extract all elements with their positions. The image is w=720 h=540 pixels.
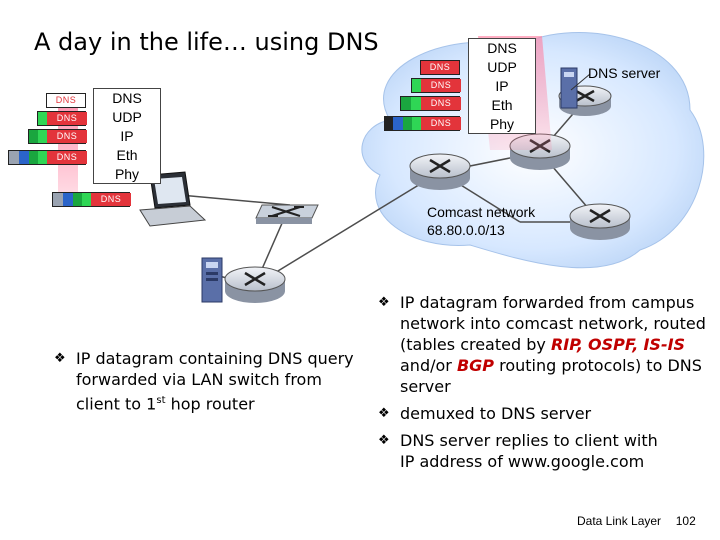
server-stack-layer-ip: IP xyxy=(495,78,509,94)
lan-switch-icon xyxy=(255,204,319,224)
dns-server-label: DNS server xyxy=(588,65,661,81)
slide-title: A day in the life… using DNS xyxy=(34,28,379,56)
router-icon xyxy=(224,266,286,303)
bullet-diamond-icon: ❖ xyxy=(54,351,66,366)
pdu-udp-segment: DNS xyxy=(37,111,87,126)
dns-server-icon xyxy=(560,67,578,109)
server-protocol-stack: DNS UDP IP Eth Phy xyxy=(468,38,536,134)
bullet-item: ❖ IP datagram containing DNS query forwa… xyxy=(54,349,354,414)
stack-layer-ip: IP xyxy=(120,128,134,144)
network-name: Comcast network xyxy=(427,204,536,220)
client-protocol-stack: DNS UDP IP Eth Phy xyxy=(93,88,161,184)
comcast-network-label: Comcast network 68.80.0.0/13 xyxy=(427,203,535,239)
server-stack-layer-dns: DNS xyxy=(487,40,517,56)
server-pdu-ip-datagram: DNS xyxy=(400,96,461,111)
bullet-diamond-icon: ❖ xyxy=(378,433,390,448)
server-stack-layer-udp: UDP xyxy=(487,59,517,75)
router-icon xyxy=(409,153,471,190)
stack-layer-phy: Phy xyxy=(114,166,140,182)
left-bullet-list: ❖ IP datagram containing DNS query forwa… xyxy=(54,348,354,414)
pdu-dns-message: DNS xyxy=(46,93,86,108)
bullet-item: ❖ IP datagram forwarded from campus netw… xyxy=(378,293,706,396)
router-icon xyxy=(509,133,571,170)
stack-layer-dns: DNS xyxy=(112,90,142,106)
bullet-diamond-icon: ❖ xyxy=(378,406,390,421)
server-stack-layer-eth: Eth xyxy=(491,97,513,113)
stack-layer-udp: UDP xyxy=(112,109,142,125)
server-stack-layer-phy: Phy xyxy=(489,116,515,132)
pdu-ethernet-frame: DNS xyxy=(8,150,87,165)
laptop-icon xyxy=(139,171,207,227)
slide-footer: Data Link Layer 102 xyxy=(577,514,696,528)
network-prefix: 68.80.0.0/13 xyxy=(427,222,505,238)
pdu-ip-datagram: DNS xyxy=(28,129,87,144)
bullet-diamond-icon: ❖ xyxy=(378,295,390,310)
server-pdu-ethernet-frame: DNS xyxy=(384,116,461,131)
server-pdu-dns-message: DNS xyxy=(420,60,460,75)
bullet-item: ❖ demuxed to DNS server xyxy=(378,404,592,423)
footer-course: Data Link Layer xyxy=(577,514,662,528)
router-icon xyxy=(569,203,631,240)
server-pdu-udp-segment: DNS xyxy=(411,78,461,93)
server-icon xyxy=(201,257,223,303)
pdu-frame-in-transit: DNS xyxy=(52,192,131,207)
footer-page-number: 102 xyxy=(675,514,696,528)
right-bullet-list: ❖ IP datagram forwarded from campus netw… xyxy=(378,292,708,472)
bullet-item: ❖ DNS server replies to client with IP a… xyxy=(378,431,658,471)
stack-layer-eth: Eth xyxy=(116,147,138,163)
